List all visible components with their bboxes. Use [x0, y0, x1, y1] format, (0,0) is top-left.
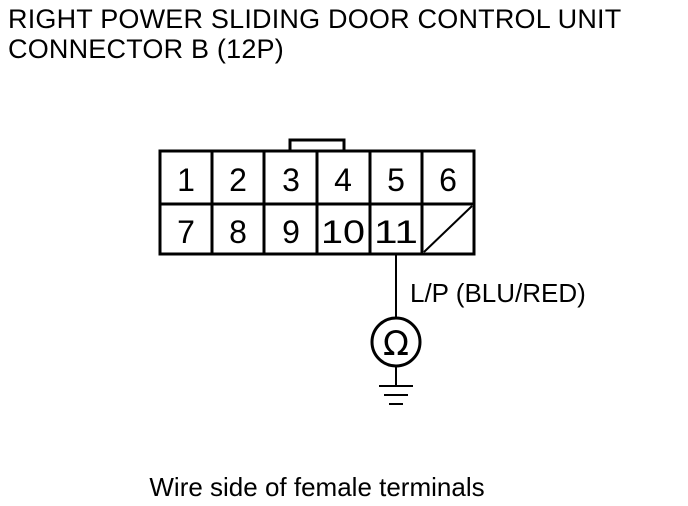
terminal-4: 4: [334, 162, 352, 198]
ohmmeter-icon: Ω: [370, 316, 422, 368]
terminal-5: 5: [387, 162, 405, 198]
diagram-title: RIGHT POWER SLIDING DOOR CONTROL UNIT CO…: [8, 4, 621, 64]
terminal-10: 10: [321, 214, 365, 250]
terminal-7: 7: [177, 214, 195, 250]
blank-terminal-slash: [423, 205, 473, 253]
terminal-6: 6: [439, 162, 457, 198]
terminal-1: 1: [177, 162, 195, 198]
terminal-3: 3: [282, 162, 300, 198]
connector-row-2: 7 8 9 10 11: [177, 214, 418, 250]
terminal-11: 11: [374, 214, 418, 250]
ohm-symbol: Ω: [383, 324, 409, 364]
connector-cell-dividers: [210, 151, 424, 254]
connector-lock-tab: [288, 138, 346, 151]
terminal-8: 8: [229, 214, 247, 250]
ground-icon: [379, 385, 413, 405]
wire-label: L/P (BLU/RED): [410, 278, 586, 308]
title-line-1: RIGHT POWER SLIDING DOOR CONTROL UNIT: [8, 4, 622, 34]
terminal-9: 9: [282, 214, 300, 250]
diagram-caption: Wire side of female terminals: [149, 472, 485, 502]
terminal-2: 2: [229, 162, 247, 198]
connector-row-1: 1 2 3 4 5 6: [177, 162, 457, 198]
title-line-2: CONNECTOR B (12P): [8, 34, 284, 64]
